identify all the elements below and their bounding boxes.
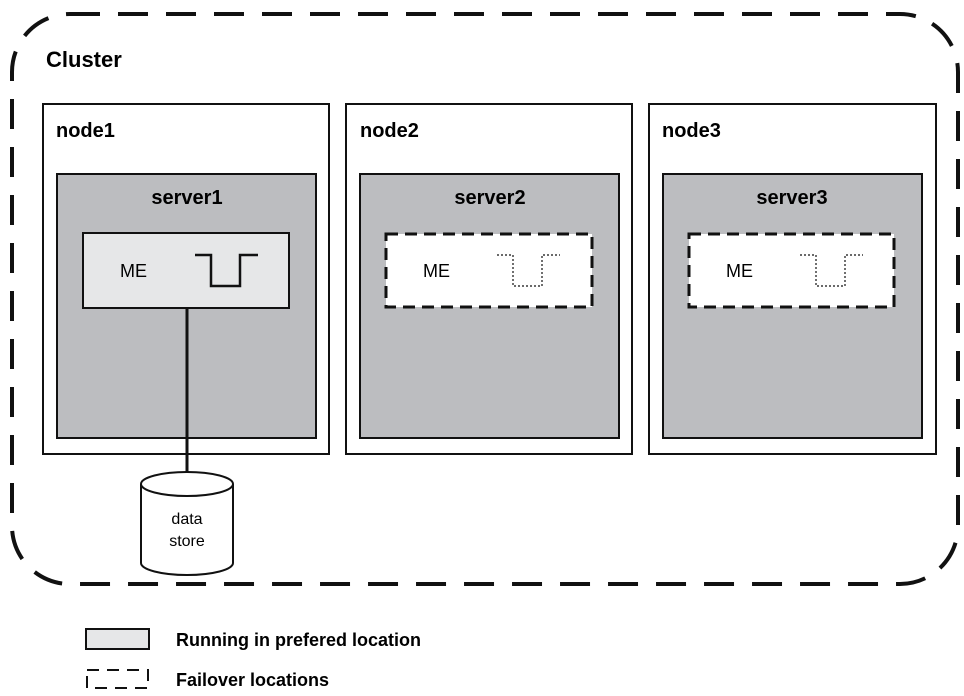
datastore-body <box>140 484 234 576</box>
server-2-label: server2 <box>454 187 525 209</box>
node-2: node2 server2 ME <box>345 103 633 455</box>
cluster-label: Cluster <box>46 47 122 72</box>
datastore-label-line2: store <box>169 533 205 550</box>
server-3-label: server3 <box>756 187 827 209</box>
messaging-engine-1 <box>82 232 290 309</box>
messaging-engine-2 <box>384 232 594 309</box>
legend-running-label: Running in prefered location <box>176 630 421 650</box>
datastore-top <box>140 471 234 497</box>
legend-running-swatch <box>85 628 150 650</box>
node-3: node3 server3 ME <box>648 103 937 455</box>
queue-icon <box>497 254 560 287</box>
messaging-engine-3-label: ME <box>726 261 753 281</box>
server-1-label: server1 <box>151 187 222 209</box>
messaging-engine-1-label: ME <box>120 261 147 281</box>
queue-icon <box>195 253 258 288</box>
node-3-label: node3 <box>662 120 721 142</box>
queue-icon <box>800 254 863 287</box>
datastore-cylinder: data store <box>140 471 234 576</box>
legend-failover-label: Failover locations <box>176 670 329 690</box>
node-1-label: node1 <box>56 120 115 142</box>
messaging-engine-3 <box>687 232 896 309</box>
node-2-label: node2 <box>360 120 419 142</box>
legend: Running in prefered location Failover lo… <box>85 628 421 690</box>
cluster-boundary <box>10 12 960 586</box>
messaging-engine-2-label: ME <box>423 261 450 281</box>
legend-failover-swatch <box>86 669 149 689</box>
datastore-label-line1: data <box>171 511 202 528</box>
